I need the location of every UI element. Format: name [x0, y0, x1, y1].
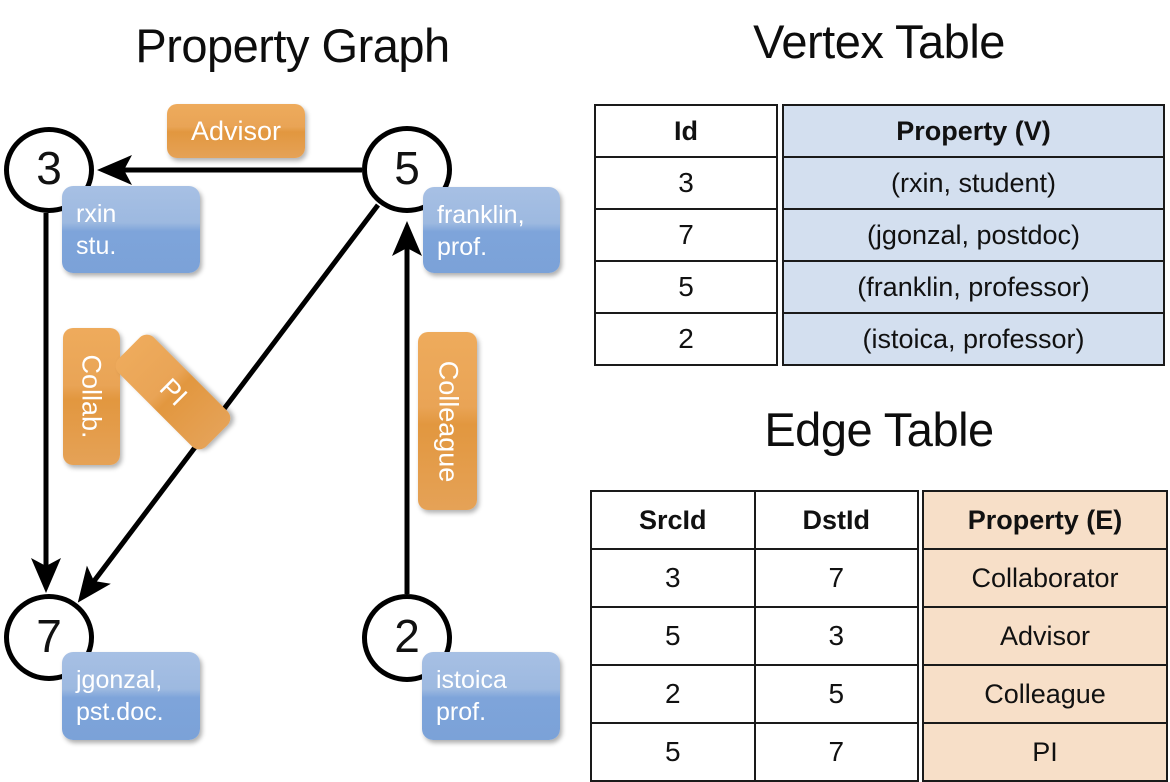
edge-table-cell-dstid: 7	[753, 548, 919, 608]
table-row: 5	[594, 260, 778, 314]
edge-5-to-7	[77, 203, 380, 603]
table-row: (rxin, student)	[782, 156, 1165, 210]
vertex-table-header-property: Property (V)	[782, 104, 1165, 158]
edge-table-cell-property: Colleague	[922, 664, 1168, 724]
table-row: 7	[594, 208, 778, 262]
vertex-table-cell-property: (istoica, professor)	[782, 312, 1165, 366]
table-row: Colleague	[922, 664, 1168, 724]
edge-property-callout-advisor: Advisor	[167, 104, 305, 158]
edge-table-cell-srcid: 2	[590, 664, 756, 724]
edge-table-cell-dstid: 5	[753, 664, 919, 724]
edge-table-cell-dstid: 7	[753, 722, 919, 782]
table-row: Collaborator	[922, 548, 1168, 608]
graph-node-5[interactable]: 5	[362, 126, 452, 213]
edge-table-cell-srcid: 5	[590, 606, 756, 666]
page-title-edge-table: Edge Table	[764, 403, 994, 456]
edge-property-colleague-label: Colleague	[433, 360, 463, 482]
edge-table-cell-property: Collaborator	[922, 548, 1168, 608]
table-row: 3 7	[590, 548, 919, 608]
table-header-row: Id	[594, 104, 778, 158]
table-row: 5 7	[590, 722, 919, 782]
edge-table-header-srcid: SrcId	[590, 490, 756, 550]
vertex-table-id-column: Id 3 7 5 2	[594, 104, 778, 366]
vertex-table-header-id: Id	[594, 104, 778, 158]
graph-node-7-label: 7	[36, 609, 62, 662]
vertex-table-cell-property: (jgonzal, postdoc)	[782, 208, 1165, 262]
vertex-property-rxin-line2: stu.	[76, 232, 117, 260]
edge-table-cell-property: Advisor	[922, 606, 1168, 666]
graph-node-5-label: 5	[394, 141, 420, 194]
vertex-property-jgonzal-line1: jgonzal,	[76, 666, 163, 694]
table-row: 2 5	[590, 664, 919, 724]
vertex-table-cell-id: 2	[594, 312, 778, 366]
vertex-table-property-column: Property (V) (rxin, student) (jgonzal, p…	[782, 104, 1165, 366]
vertex-table-cell-property: (rxin, student)	[782, 156, 1165, 210]
graph-node-2-label: 2	[394, 610, 420, 662]
vertex-property-rxin-line1: rxin	[76, 200, 117, 228]
table-row: 3	[594, 156, 778, 210]
vertex-table-cell-id: 5	[594, 260, 778, 314]
vertex-property-istoica-line1: istoica	[436, 666, 507, 694]
vertex-table-cell-property: (franklin, professor)	[782, 260, 1165, 314]
vertex-property-callout-franklin: franklin, prof.	[423, 187, 560, 273]
vertex-property-franklin-line1: franklin,	[437, 201, 525, 229]
table-row: 5 3	[590, 606, 919, 666]
vertex-property-callout-istoica: istoica prof.	[422, 652, 560, 740]
table-row: (istoica, professor)	[782, 312, 1165, 366]
graph-node-2[interactable]: 2	[362, 594, 452, 682]
edge-property-collab-label: Collab.	[77, 354, 108, 439]
edge-table-cell-srcid: 3	[590, 548, 756, 608]
edge-table-header-property: Property (E)	[922, 490, 1168, 550]
page-title-vertex-table: Vertex Table	[753, 15, 1005, 68]
vertex-property-jgonzal-line2: pst.doc.	[76, 698, 164, 726]
vertex-property-istoica-line2: prof.	[436, 698, 487, 726]
vertex-table-cell-id: 7	[594, 208, 778, 262]
edge-property-advisor-label: Advisor	[190, 115, 282, 146]
edge-table-cell-dstid: 3	[753, 606, 919, 666]
edge-table-header-dstid: DstId	[753, 490, 919, 550]
vertex-property-callout-rxin: rxin stu.	[62, 186, 200, 273]
edge-table-id-columns: SrcId DstId 3 7 5 3 2 5 5 7	[590, 490, 919, 782]
table-row: (jgonzal, postdoc)	[782, 208, 1165, 262]
edge-property-callout-collab: Collab.	[63, 328, 120, 465]
edge-property-pi-label: PI	[153, 372, 193, 412]
table-row: PI	[922, 722, 1168, 782]
table-header-row: SrcId DstId	[590, 490, 919, 550]
vertex-table-cell-id: 3	[594, 156, 778, 210]
vertex-property-franklin-line2: prof.	[437, 233, 488, 261]
page-title-property-graph: Property Graph	[135, 19, 450, 72]
table-row: Advisor	[922, 606, 1168, 666]
table-row: 2	[594, 312, 778, 366]
edge-table-cell-property: PI	[922, 722, 1168, 782]
table-header-row: Property (E)	[922, 490, 1168, 550]
vertex-property-callout-jgonzal: jgonzal, pst.doc.	[62, 652, 200, 740]
edge-table-cell-srcid: 5	[590, 722, 756, 782]
graph-node-3-label: 3	[36, 142, 62, 194]
table-header-row: Property (V)	[782, 104, 1165, 158]
table-row: (franklin, professor)	[782, 260, 1165, 314]
edge-table-property-column: Property (E) Collaborator Advisor Collea…	[922, 490, 1168, 782]
edge-property-callout-colleague: Colleague	[418, 332, 477, 510]
graph-edge-arrows	[31, 155, 422, 603]
property-graph-diagram: 3 5 7 2 rxin stu. franklin, prof. jgonza…	[0, 0, 585, 760]
